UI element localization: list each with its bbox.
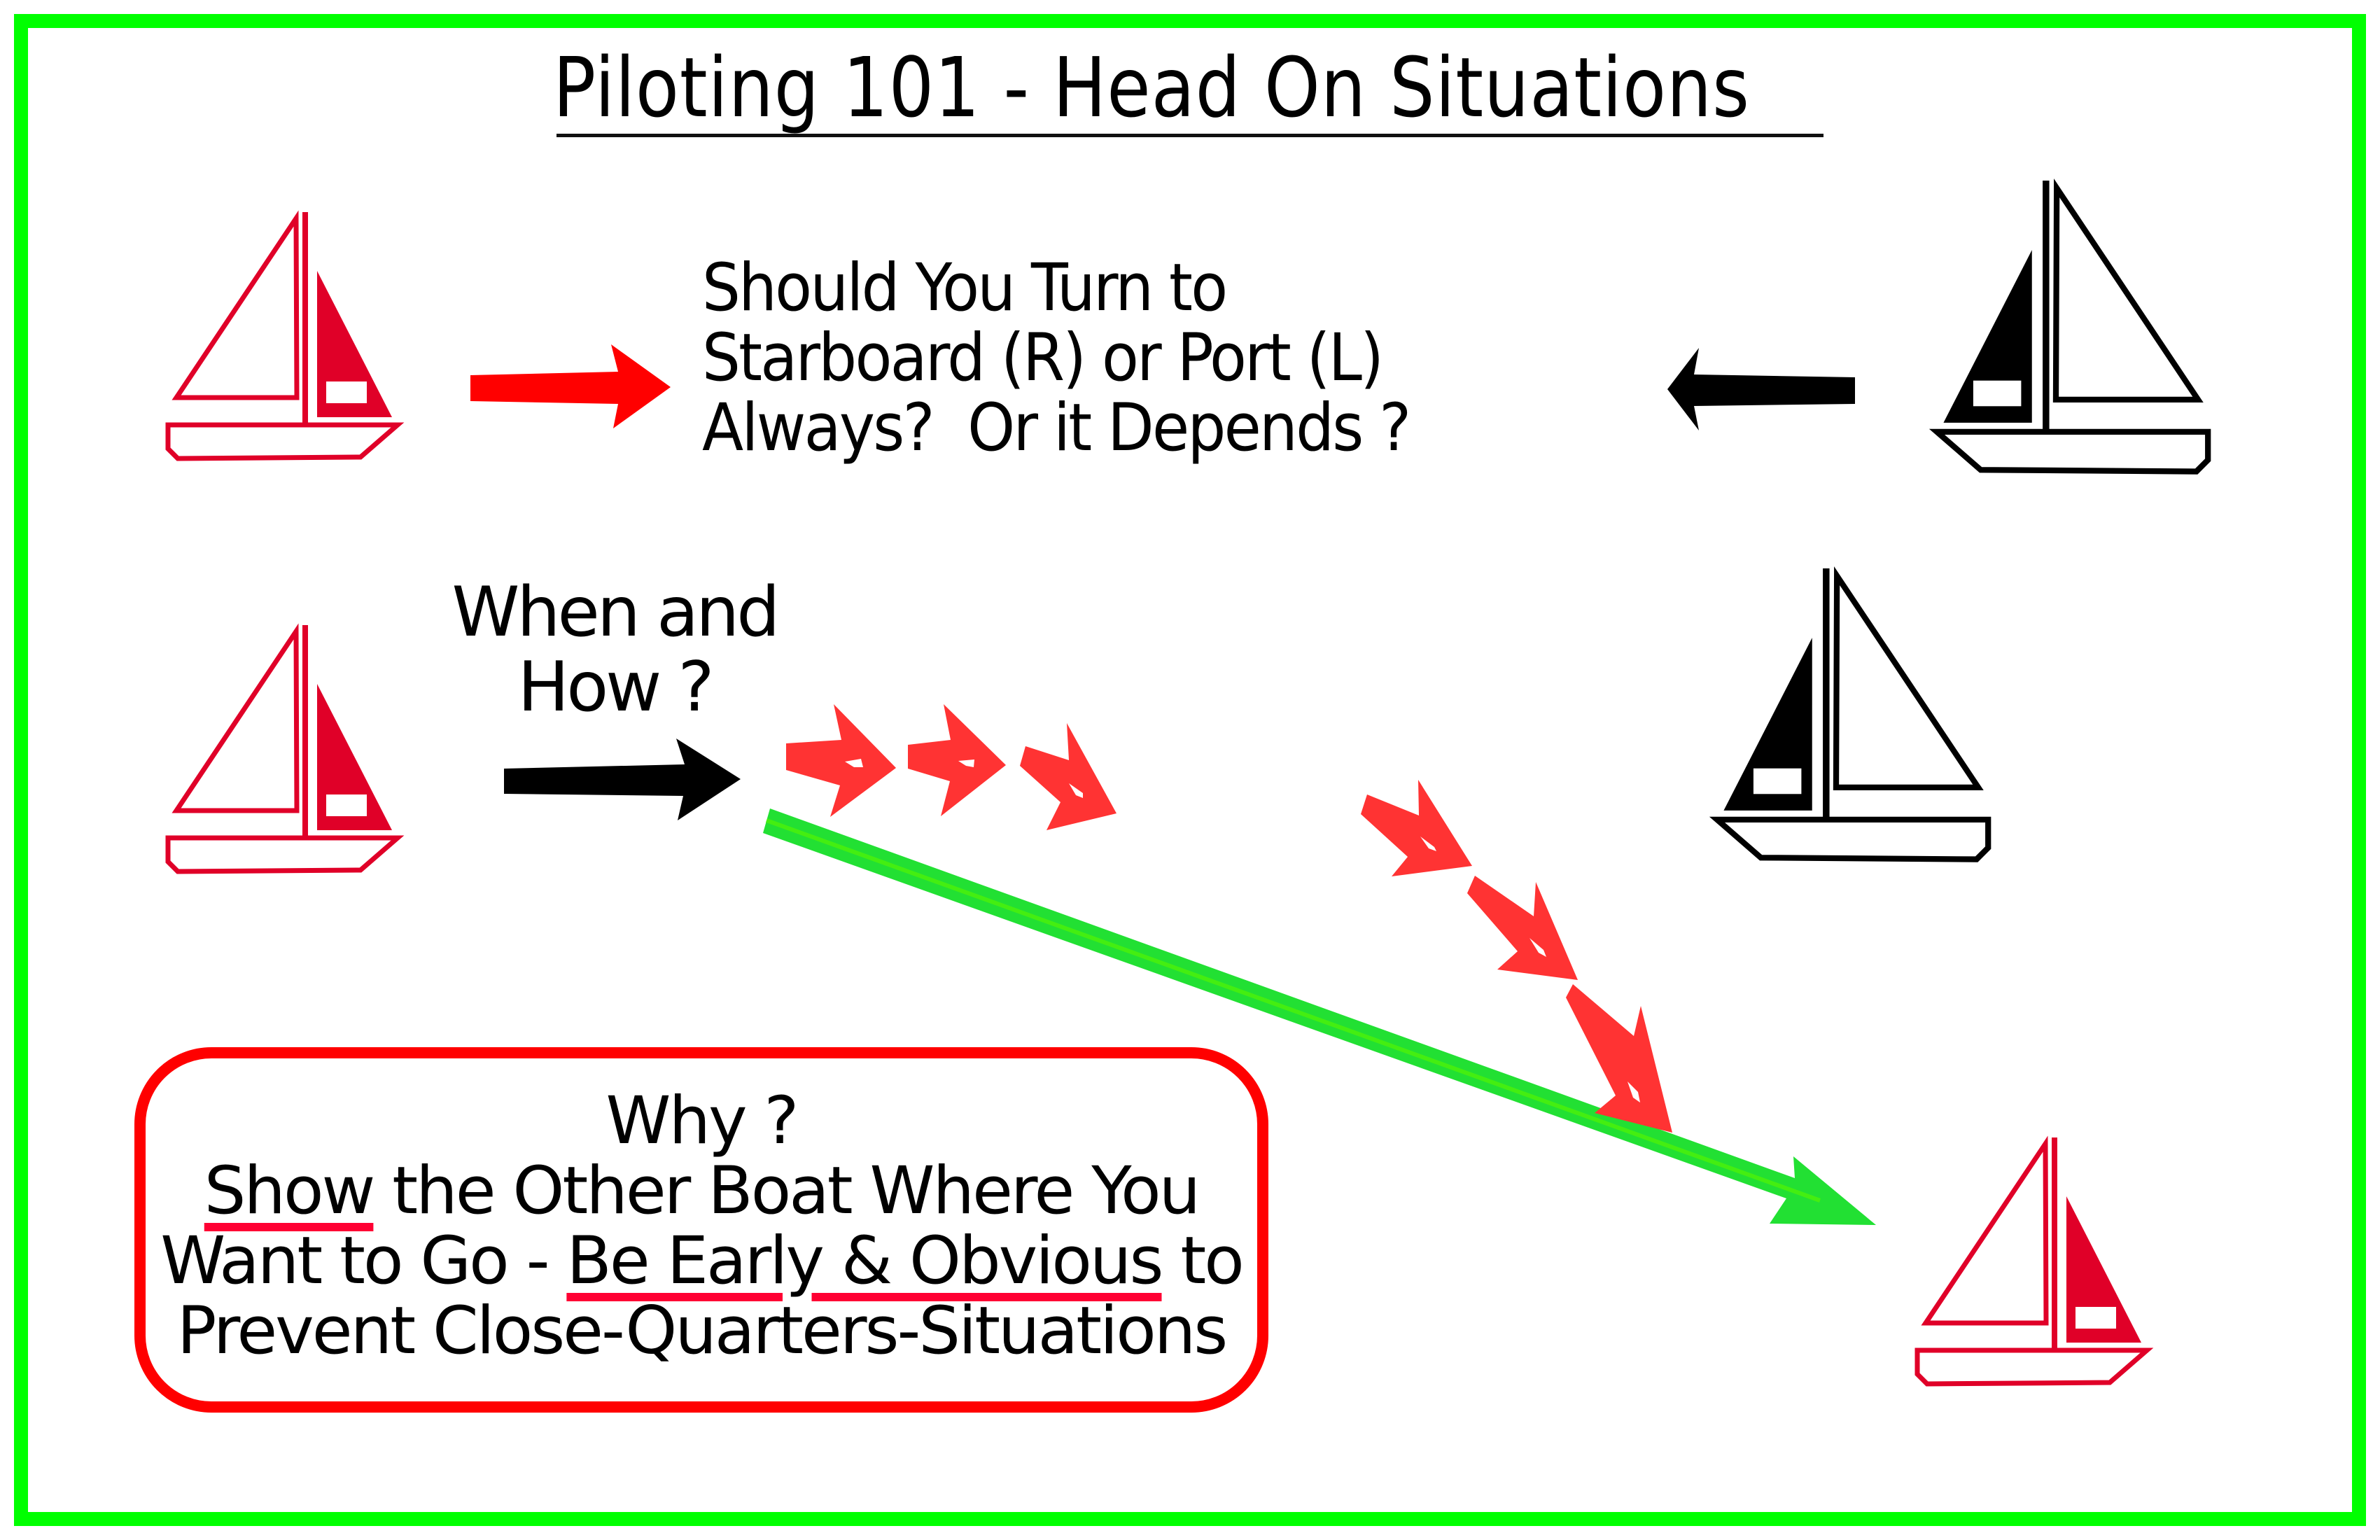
why-line-1-rest: the Other Boat Where You — [373, 1153, 1200, 1229]
why-heading: Why ? — [606, 1083, 799, 1159]
green-frame-border — [14, 14, 2366, 1526]
question-line-2: Starboard (R) or Port (L) — [702, 320, 1384, 396]
why-callout-box — [134, 1047, 1268, 1413]
why-line-1: Show the Other Boat Where You — [146, 1156, 1257, 1226]
when-how-line-2: How ? — [517, 648, 715, 727]
page-title: Piloting 101 - Head On Situations — [553, 39, 1750, 136]
question-line-3: Always? Or it Depends ? — [702, 390, 1411, 466]
why-line-2-prefix: Want to Go - — [160, 1223, 567, 1299]
why-callout-text: Why ? Show the Other Boat Where You Want… — [146, 1086, 1257, 1366]
why-line-2-suffix: to — [1161, 1223, 1244, 1299]
why-line-2: Want to Go - Be Early & Obvious to — [146, 1226, 1257, 1296]
title-underline — [556, 134, 1823, 137]
why-line-3: Prevent Close-Quarters-Situations — [176, 1293, 1228, 1369]
when-how-line-1: When and — [451, 573, 780, 652]
turn-question-text: Should You Turn to Starboard (R) or Port… — [702, 250, 1411, 466]
show-underlined: Show — [204, 1153, 376, 1229]
when-how-text: When and How ? — [447, 575, 783, 725]
question-line-1: Should You Turn to — [702, 250, 1228, 326]
be-early-obvious-underlined: Be Early & Obvious — [566, 1223, 1163, 1299]
